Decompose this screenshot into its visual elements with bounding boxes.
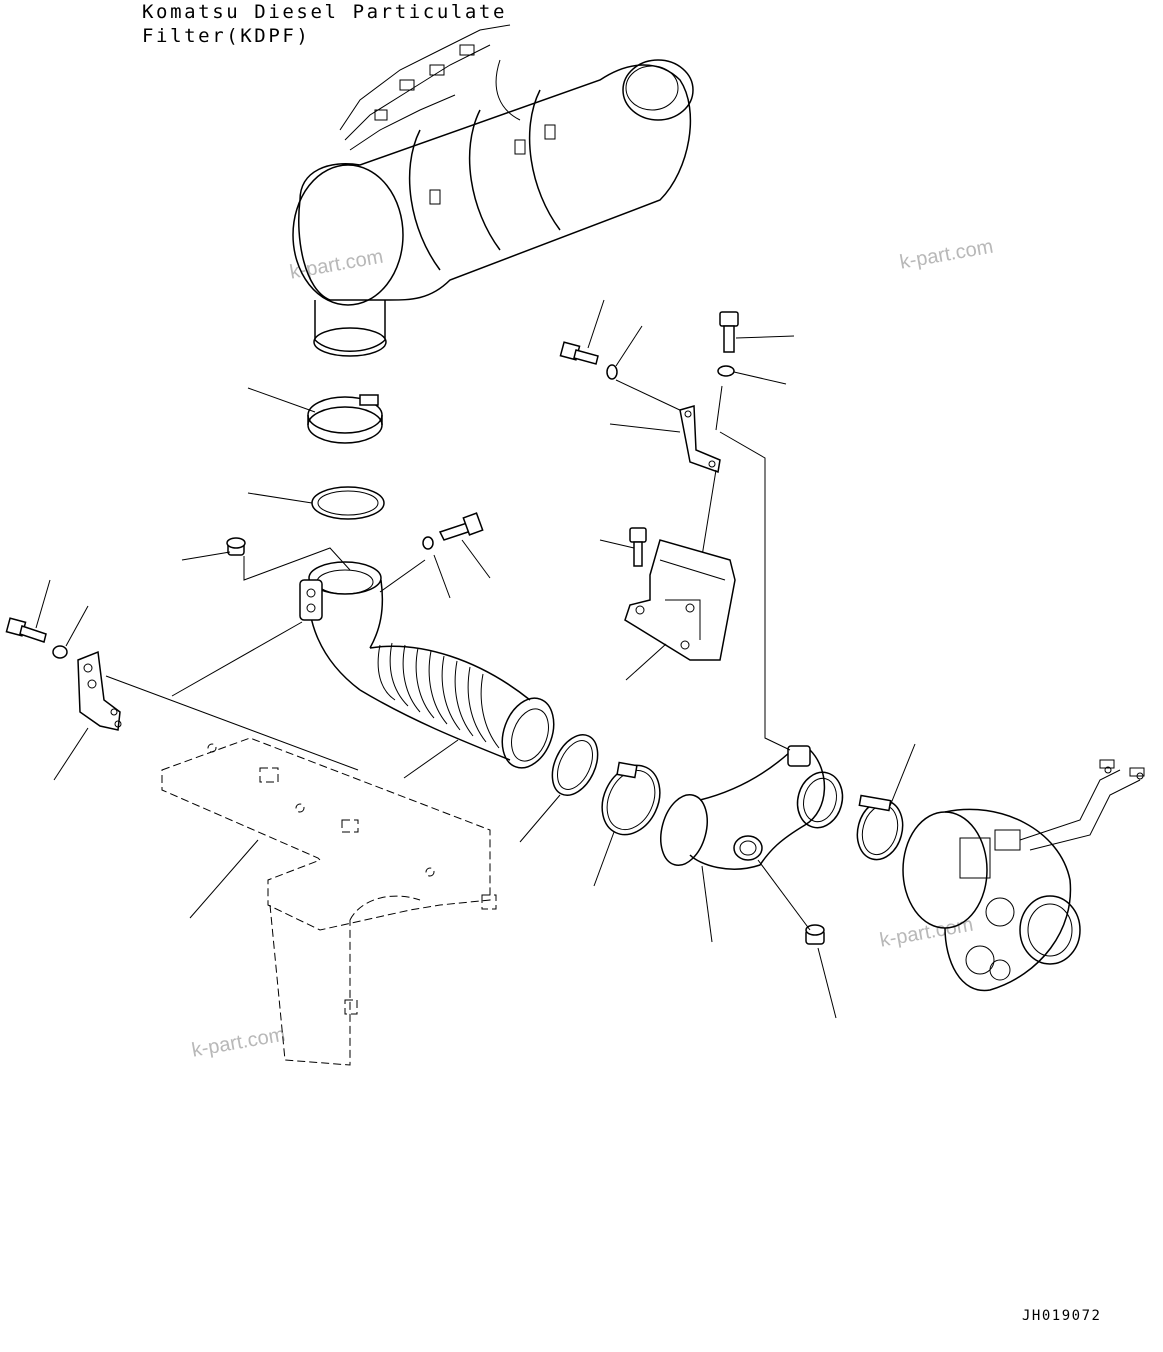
leader-line bbox=[65, 605, 89, 647]
leader-line bbox=[53, 727, 89, 781]
bellows-exhaust-pipe bbox=[299, 561, 555, 769]
leader-line bbox=[733, 371, 787, 385]
bolt-mid bbox=[438, 512, 484, 541]
bolt-bracket bbox=[629, 527, 647, 567]
washer-left bbox=[52, 645, 68, 659]
drawing-code: JH019072 bbox=[1022, 1308, 1102, 1324]
small-bracket bbox=[679, 405, 721, 474]
bolt-top-center bbox=[559, 341, 599, 365]
leader-line bbox=[615, 379, 685, 413]
leader-line bbox=[433, 554, 451, 599]
leader-line bbox=[625, 643, 667, 681]
leader-line bbox=[889, 743, 916, 807]
bracket-left bbox=[77, 650, 122, 731]
leader-line bbox=[105, 675, 359, 771]
exhaust-clamp-ring bbox=[307, 394, 383, 444]
leader-line bbox=[701, 865, 713, 943]
bolt-left bbox=[5, 617, 47, 643]
plug-left bbox=[226, 537, 246, 556]
clamp-right bbox=[856, 794, 904, 861]
v-band-clamp bbox=[601, 761, 661, 836]
leader-line bbox=[171, 621, 303, 697]
leader-line bbox=[817, 947, 837, 1019]
mounting-bracket bbox=[624, 539, 736, 661]
gasket bbox=[311, 486, 385, 520]
leader-line bbox=[403, 739, 459, 779]
washer-top-center bbox=[606, 364, 618, 380]
washer-mid bbox=[422, 536, 434, 550]
leader-line bbox=[599, 539, 635, 549]
leader-line bbox=[519, 794, 561, 843]
bolt-top-right bbox=[719, 311, 739, 353]
assembly-title-line-2: Filter(KDPF) bbox=[142, 25, 311, 47]
leader-line bbox=[379, 559, 426, 593]
leader-line bbox=[247, 492, 313, 504]
leader-line bbox=[243, 547, 351, 581]
leader-line bbox=[247, 387, 316, 413]
leader-line bbox=[715, 385, 723, 431]
gasket-inner bbox=[317, 490, 379, 516]
leader-line bbox=[587, 299, 605, 349]
leader-line bbox=[757, 859, 811, 931]
leader-line bbox=[35, 579, 51, 629]
leader-line bbox=[615, 325, 643, 367]
leader-line bbox=[593, 831, 615, 887]
leader-line bbox=[461, 539, 491, 579]
leader-line bbox=[735, 335, 795, 339]
turbo-outlet-elbow bbox=[660, 745, 844, 870]
washer-top-right bbox=[717, 365, 735, 377]
drain-plug bbox=[805, 924, 825, 945]
leader-line bbox=[181, 551, 231, 561]
seal-ring bbox=[551, 734, 599, 796]
machine-frame bbox=[161, 737, 497, 1066]
leader-line bbox=[719, 431, 791, 751]
kdpf-filter bbox=[292, 24, 694, 357]
turbocharger bbox=[902, 759, 1145, 992]
leader-line bbox=[609, 423, 681, 433]
leader-line bbox=[189, 839, 259, 919]
assembly-title-line-1: Komatsu Diesel Particulate bbox=[142, 1, 508, 23]
